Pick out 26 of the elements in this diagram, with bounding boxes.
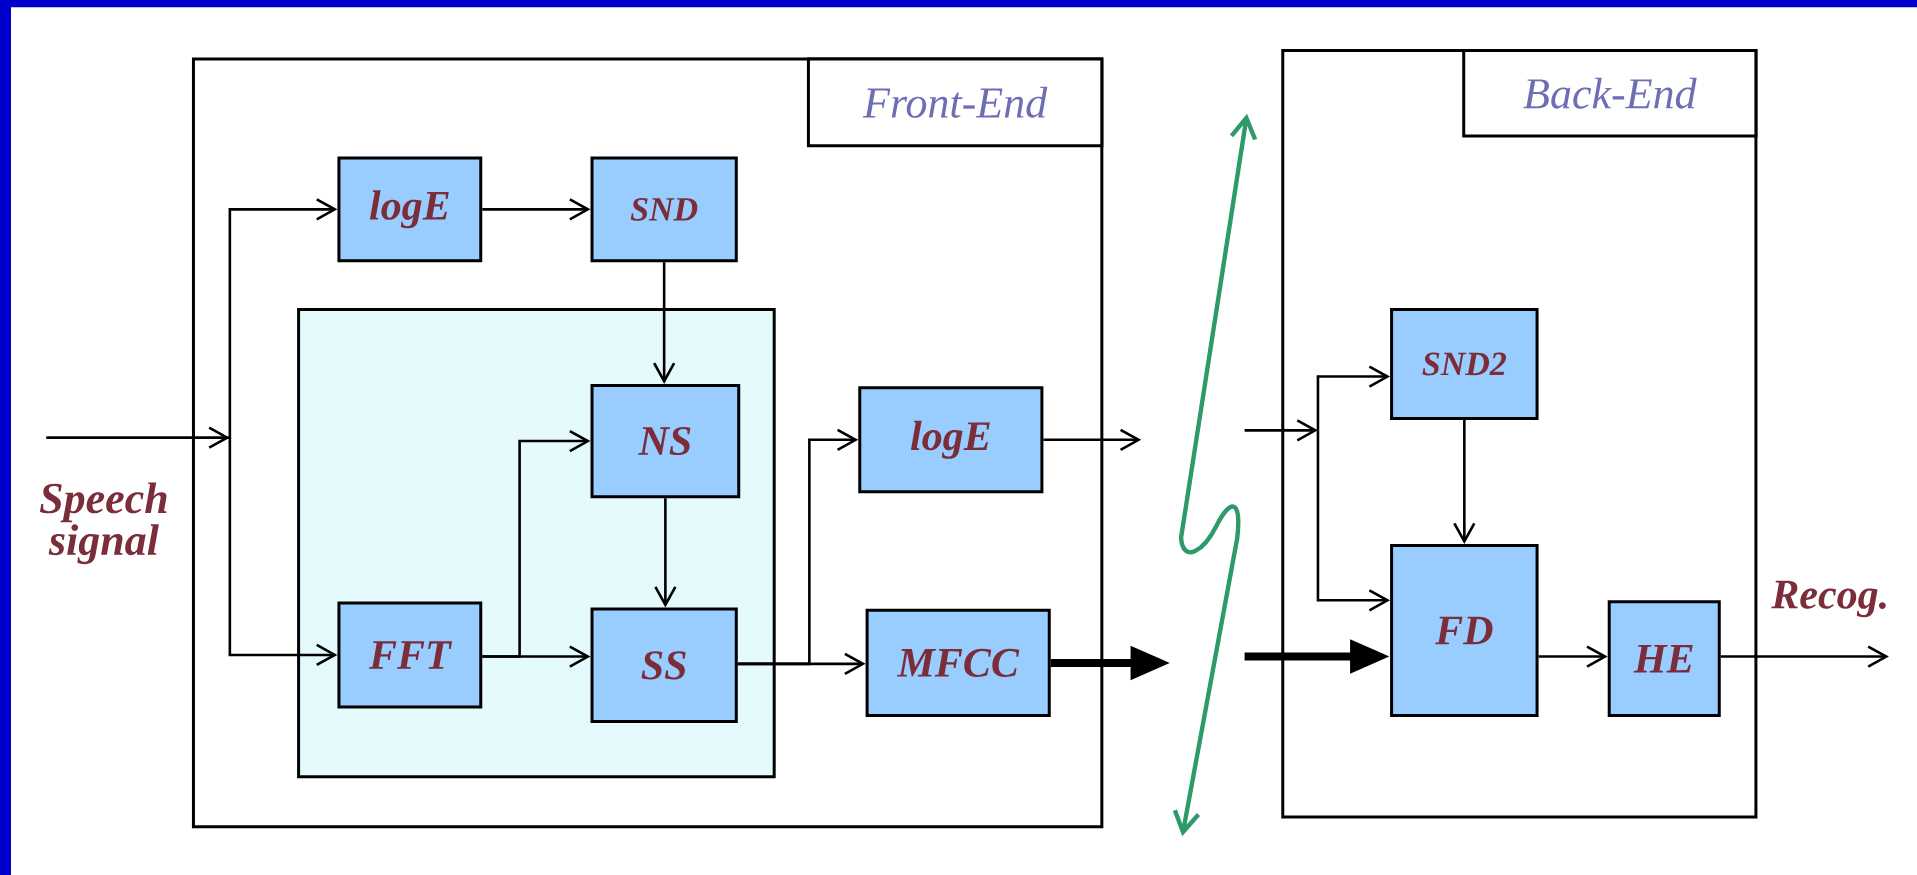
arrow: [1316, 430, 1391, 612]
process-box: SND: [590, 156, 738, 262]
arrow: [1244, 419, 1318, 442]
arrow: [1043, 428, 1142, 451]
process-box: SS: [590, 607, 738, 723]
arrow: [654, 497, 677, 608]
arrow: [737, 652, 866, 675]
process-box: logE: [337, 156, 483, 262]
arrow: [1316, 365, 1391, 431]
signal-label: Speech signal: [39, 482, 167, 564]
process-box: MFCC: [865, 608, 1051, 717]
process-box: FD: [1390, 543, 1539, 717]
arrow: [228, 437, 338, 666]
process-box: NS: [590, 383, 741, 498]
output-label: Recog.: [1771, 580, 1886, 618]
arrow: [1453, 419, 1476, 544]
process-box: HE: [1607, 600, 1721, 717]
arrow: [1720, 645, 1889, 668]
process-box: SND2: [1390, 307, 1539, 420]
process-box: logE: [858, 386, 1044, 494]
process-box: FFT: [337, 601, 483, 709]
arrow: [653, 262, 676, 384]
arrow: [482, 198, 591, 221]
arrow: [1538, 645, 1608, 668]
arrow: [46, 198, 338, 439]
arrow: [482, 645, 591, 668]
